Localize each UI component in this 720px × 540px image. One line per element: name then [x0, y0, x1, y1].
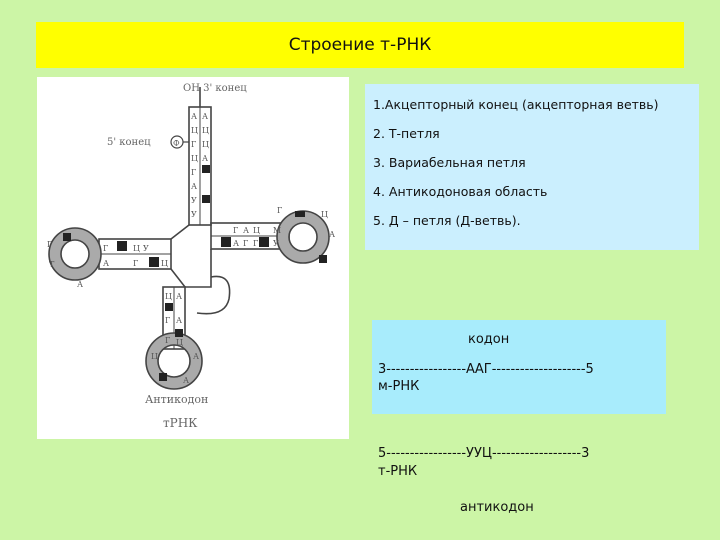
svg-text:М: М: [273, 226, 281, 235]
svg-text:А: А: [193, 352, 199, 361]
svg-text:Ц: Ц: [321, 210, 328, 219]
svg-text:Ц: Ц: [253, 226, 260, 235]
svg-text:А: А: [233, 239, 239, 248]
svg-text:Ц: Ц: [202, 140, 209, 149]
svg-text:А: А: [202, 112, 208, 121]
svg-text:Г: Г: [165, 316, 170, 325]
d-loop: [49, 228, 101, 280]
svg-text:А: А: [176, 316, 182, 325]
anticodon-label: Антикодон: [145, 393, 208, 406]
svg-text:А: А: [183, 376, 189, 385]
trna-sequence: 5-----------------УУЦ-------------------…: [378, 446, 590, 461]
anticodon-caption: антикодон: [460, 500, 534, 515]
svg-text:А: А: [191, 182, 197, 191]
svg-text:А: А: [77, 280, 83, 289]
trna-seq-label: т-РНК: [378, 464, 418, 479]
svg-text:У: У: [191, 196, 197, 205]
mrna-sequence: 3-----------------ААГ-------------------…: [378, 362, 594, 377]
five-end-mark: Ф: [173, 139, 180, 148]
title-bar: Строение т-РНК: [36, 22, 684, 68]
oh-end-label: ОН 3' конец: [183, 83, 247, 94]
variable-loop: [196, 275, 231, 315]
svg-text:Ц: Ц: [133, 244, 140, 253]
codon-label: кодон: [468, 332, 510, 347]
svg-text:Ц: Ц: [151, 352, 158, 361]
svg-text:Ц: Ц: [191, 154, 198, 163]
list-item: 1.Акцепторный конец (акцепторная ветвь): [373, 97, 659, 112]
svg-text:Г: Г: [233, 226, 238, 235]
svg-text:А: А: [191, 112, 197, 121]
svg-text:Г: Г: [133, 259, 138, 268]
mrna-label: м-РНК: [378, 379, 420, 394]
svg-text:Г: Г: [191, 140, 196, 149]
svg-text:А: А: [176, 292, 182, 301]
svg-text:А: А: [202, 154, 208, 163]
list-item: 2. Т-петля: [373, 126, 440, 141]
codon-box: кодон 3-----------------ААГ-------------…: [372, 320, 666, 414]
svg-text:Г: Г: [253, 239, 258, 248]
svg-text:У: У: [143, 244, 149, 253]
svg-text:А: А: [329, 230, 335, 239]
trna-label: тРНК: [163, 416, 198, 430]
svg-text:Ц: Ц: [176, 338, 183, 347]
svg-text:Г: Г: [103, 244, 108, 253]
svg-text:У: У: [191, 210, 197, 219]
list-item: 5. Д – петля (Д-ветвь).: [373, 213, 521, 228]
svg-text:Г: Г: [277, 206, 282, 215]
structure-list: 1.Акцепторный конец (акцепторная ветвь) …: [365, 84, 699, 250]
list-item: 4. Антикодоновая область: [373, 184, 548, 199]
svg-text:А: А: [243, 226, 249, 235]
anticodon-loop: [146, 333, 202, 389]
svg-text:Г: Г: [243, 239, 248, 248]
svg-text:Г: Г: [165, 336, 170, 345]
list-item: 3. Вариабельная петля: [373, 155, 526, 170]
five-end-label: 5' конец: [107, 137, 151, 148]
svg-text:Т: Т: [49, 260, 55, 269]
svg-text:Ц: Ц: [161, 259, 168, 268]
svg-text:Ц: Ц: [202, 126, 209, 135]
svg-text:А: А: [103, 259, 109, 268]
svg-text:Г: Г: [47, 240, 52, 249]
svg-text:Г: Г: [191, 168, 196, 177]
page-title: Строение т-РНК: [288, 35, 432, 55]
svg-text:Ц: Ц: [165, 292, 172, 301]
svg-text:Ц: Ц: [191, 126, 198, 135]
svg-text:У: У: [273, 239, 279, 248]
